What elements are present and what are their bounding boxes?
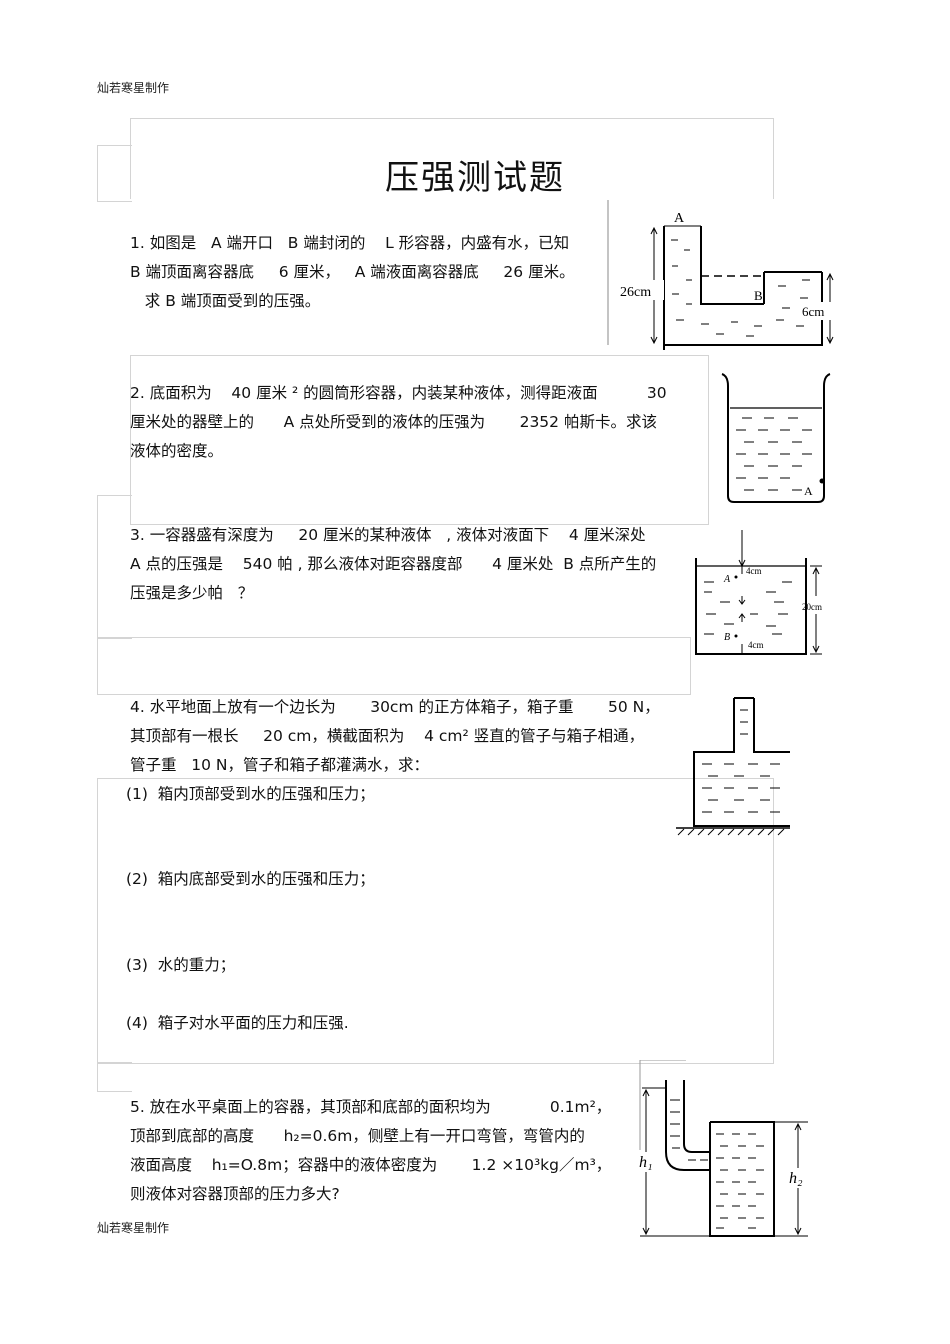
dim-label-4cm-bottom: 4cm xyxy=(748,640,764,650)
figure-depth-container: A 4cm B 4cm 20cm xyxy=(695,530,822,655)
page-header: 灿若寒星制作 xyxy=(97,81,170,95)
figure-l-container: 26cm 6cm A B xyxy=(607,200,836,350)
label-b: B xyxy=(724,632,730,643)
question-line: 液体的密度。 xyxy=(130,442,224,460)
question-line: 1. 如图是 A 端开口 B 端封闭的 L 形容器，内盛有水，已知 xyxy=(130,234,570,252)
dim-label-6cm: 6cm xyxy=(802,304,824,319)
point-a-marker xyxy=(734,575,738,579)
frame-box-q2 xyxy=(130,355,709,525)
question-line: 4. 水平地面上放有一个边长为 30cm 的正方体箱子，箱子重 50 N， xyxy=(130,698,660,716)
frame-box-q3 xyxy=(97,637,691,695)
frame-box-title xyxy=(130,118,774,199)
question-line: 液面高度 h₁=O.8m；容器中的液体密度为 1.2 ×10³kg／m³， xyxy=(130,1156,612,1174)
label-h2: h₂ xyxy=(789,1170,803,1187)
question-line: 厘米处的器壁上的 A 点处所受到的液体的压强为 2352 帕斯卡。求该 xyxy=(130,413,657,431)
point-a-marker xyxy=(819,478,825,484)
question-line: 顶部到底部的高度 h₂=0.6m，侧壁上有一开口弯管，弯管内的 xyxy=(130,1127,585,1145)
label-a: A xyxy=(674,211,685,226)
question-line: 则液体对容器顶部的压力多大? xyxy=(130,1185,340,1203)
question-line: 压强是多少帕 ？ xyxy=(130,584,254,602)
frame-notch-1 xyxy=(97,145,132,202)
sub-question-1: (1) 箱内顶部受到水的压强和压力； xyxy=(126,785,375,803)
frame-notch-2 xyxy=(97,495,132,639)
question-line: 管子重 10 N，管子和箱子都灌满水，求： xyxy=(130,756,430,774)
question-line: 求 B 端顶面受到的压强。 xyxy=(130,292,321,310)
question-line: 2. 底面积为 40 厘米 ² 的圆筒形容器，内装某种液体，测得距液面 30 xyxy=(130,384,667,402)
question-line: 其顶部有一根长 20 cm，横截面积为 4 cm² 竖直的管子与箱子相通， xyxy=(130,727,645,745)
question-line: B 端顶面离容器底 6 厘米， A 端液面离容器底 26 厘米。 xyxy=(130,263,575,281)
frame-box-q4 xyxy=(97,778,774,1064)
dim-label-26cm: 26cm xyxy=(620,285,651,300)
dim-label-20cm: 20cm xyxy=(802,602,822,612)
dim-label-4cm-top: 4cm xyxy=(746,566,762,576)
question-line: 3. 一容器盛有深度为 20 厘米的某种液体 , 液体对液面下 4 厘米深处 xyxy=(130,526,646,544)
sub-question-3: (3) 水的重力； xyxy=(126,956,236,974)
question-line: A 点的压强是 540 帕 , 那么液体对距容器度部 4 厘米处 B 点所产生的 xyxy=(130,555,657,573)
label-h1: h₁ xyxy=(639,1154,653,1171)
sub-question-2: (2) 箱内底部受到水的压强和压力； xyxy=(126,870,375,888)
figure-bent-tube-container: h₁ h₂ xyxy=(638,1060,812,1237)
figure-box-with-pipe xyxy=(676,697,790,836)
label-a: A xyxy=(804,484,813,498)
sub-question-4: (4) 箱子对水平面的压力和压强. xyxy=(126,1014,349,1032)
figure-beaker: A xyxy=(721,373,831,503)
question-line: 5. 放在水平桌面上的容器，其顶部和底部的面积均为 0.1m²， xyxy=(130,1098,612,1116)
frame-notch-3 xyxy=(97,1062,132,1092)
label-b: B xyxy=(754,288,763,303)
point-b-marker xyxy=(734,634,738,638)
label-a: A xyxy=(723,574,731,585)
page-title: 压强测试题 xyxy=(385,158,565,198)
page-footer: 灿若寒星制作 xyxy=(97,1221,170,1235)
